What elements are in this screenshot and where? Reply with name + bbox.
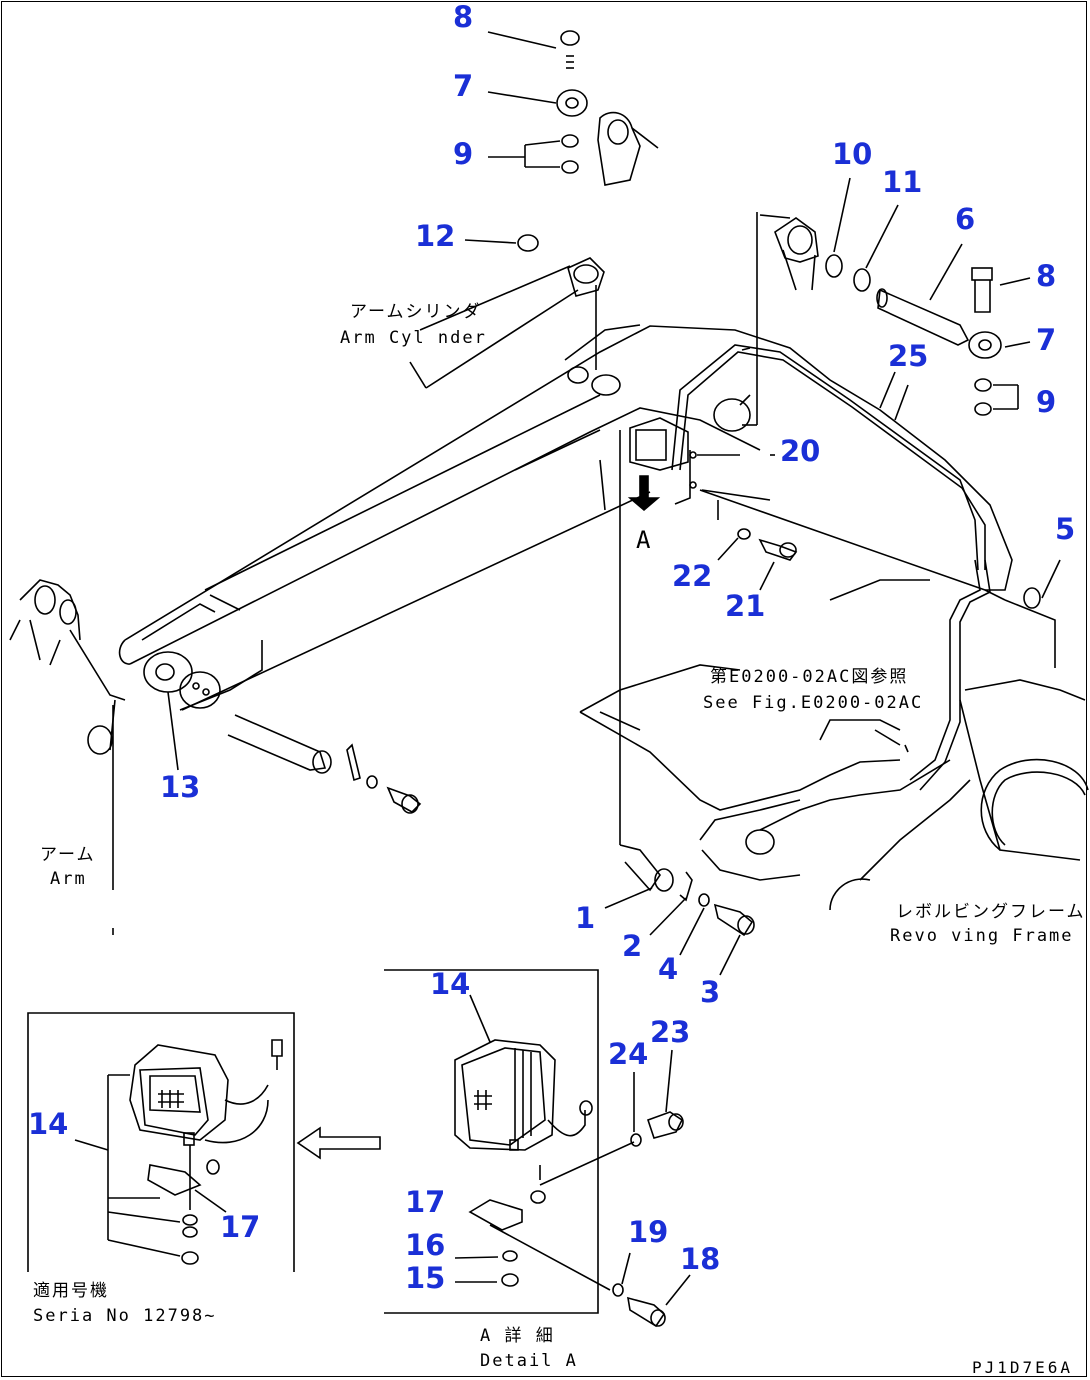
part-number-15: 15 [405, 1261, 446, 1295]
serial-variant-box [27, 1012, 295, 1272]
part-number-25: 25 [888, 339, 929, 373]
see-fig-label-jp: 第E0200-02AC図参照 [710, 667, 909, 687]
arm-label-jp: アーム [40, 845, 96, 865]
revolving-frame [579, 664, 1089, 911]
hose-pipe-25 [671, 344, 991, 791]
boom-foot-pin-lower [604, 430, 755, 976]
part-number-4: 4 [658, 952, 679, 986]
detail-a-label-en: Detail A [480, 1351, 578, 1371]
part-number-20: 20 [780, 434, 821, 468]
revolving-frame-label-jp: レボルビングフレーム [896, 902, 1086, 922]
part-number-19: 19 [628, 1215, 669, 1249]
arm-label-en: Arm [50, 869, 87, 889]
part-number-7-right: 7 [1036, 323, 1057, 357]
detail-a-label-jp: A 詳 細 [480, 1326, 555, 1346]
part-number-10: 10 [832, 137, 873, 171]
part-number-7-top: 7 [453, 69, 474, 103]
part-number-23: 23 [650, 1015, 691, 1049]
part-number-9-right: 9 [1036, 385, 1057, 419]
part-number-24: 24 [608, 1037, 649, 1071]
part-number-5: 5 [1055, 512, 1076, 546]
view-arrow [296, 1126, 381, 1160]
part-number-13: 13 [160, 770, 201, 804]
arm-cylinder [409, 234, 605, 389]
part-number-17-serial: 17 [220, 1210, 261, 1244]
part-number-12: 12 [415, 219, 456, 253]
detail-a-box [384, 969, 691, 1328]
boom-body [118, 324, 1013, 711]
serial-label-jp: 適用号機 [33, 1281, 109, 1301]
part-number-9-top: 9 [453, 137, 474, 171]
top-pin-assembly [487, 30, 659, 186]
part-number-17-detail: 17 [405, 1185, 446, 1219]
part-number-14-serial: 14 [28, 1107, 69, 1141]
serial-label-en: Seria No 12798~ [33, 1306, 217, 1326]
part-number-3: 3 [700, 975, 721, 1009]
part-number-22: 22 [672, 559, 713, 593]
part-number-21: 21 [725, 589, 766, 623]
drawing-code: PJ1D7E6A [972, 1358, 1074, 1377]
see-fig-label-en: See Fig.E0200-02AC [703, 693, 924, 713]
leader-lines [894, 384, 909, 421]
boom-light-assembly [627, 417, 798, 591]
part-number-14-detail: 14 [430, 967, 471, 1001]
part-number-2: 2 [622, 929, 643, 963]
part-number-11: 11 [882, 165, 923, 199]
revolving-frame-label-en: Revo ving Frame [890, 926, 1074, 946]
part-number-1: 1 [575, 901, 596, 935]
part-number-6: 6 [955, 202, 976, 236]
boom-right-side [829, 559, 1061, 668]
arm-cylinder-label-jp: アームシリンダ [350, 302, 482, 322]
part-number-18: 18 [680, 1242, 721, 1276]
arm-cylinder-label-en: Arm Cyl nder [340, 328, 487, 348]
view-a-label: A [636, 526, 651, 554]
arm-pin-13 [167, 691, 422, 814]
part-number-16: 16 [405, 1228, 446, 1262]
part-number-8-right: 8 [1036, 259, 1057, 293]
arm-left [9, 579, 126, 935]
part-number-8-top: 8 [453, 0, 474, 34]
boom-foot-pin-assembly [742, 177, 1031, 426]
